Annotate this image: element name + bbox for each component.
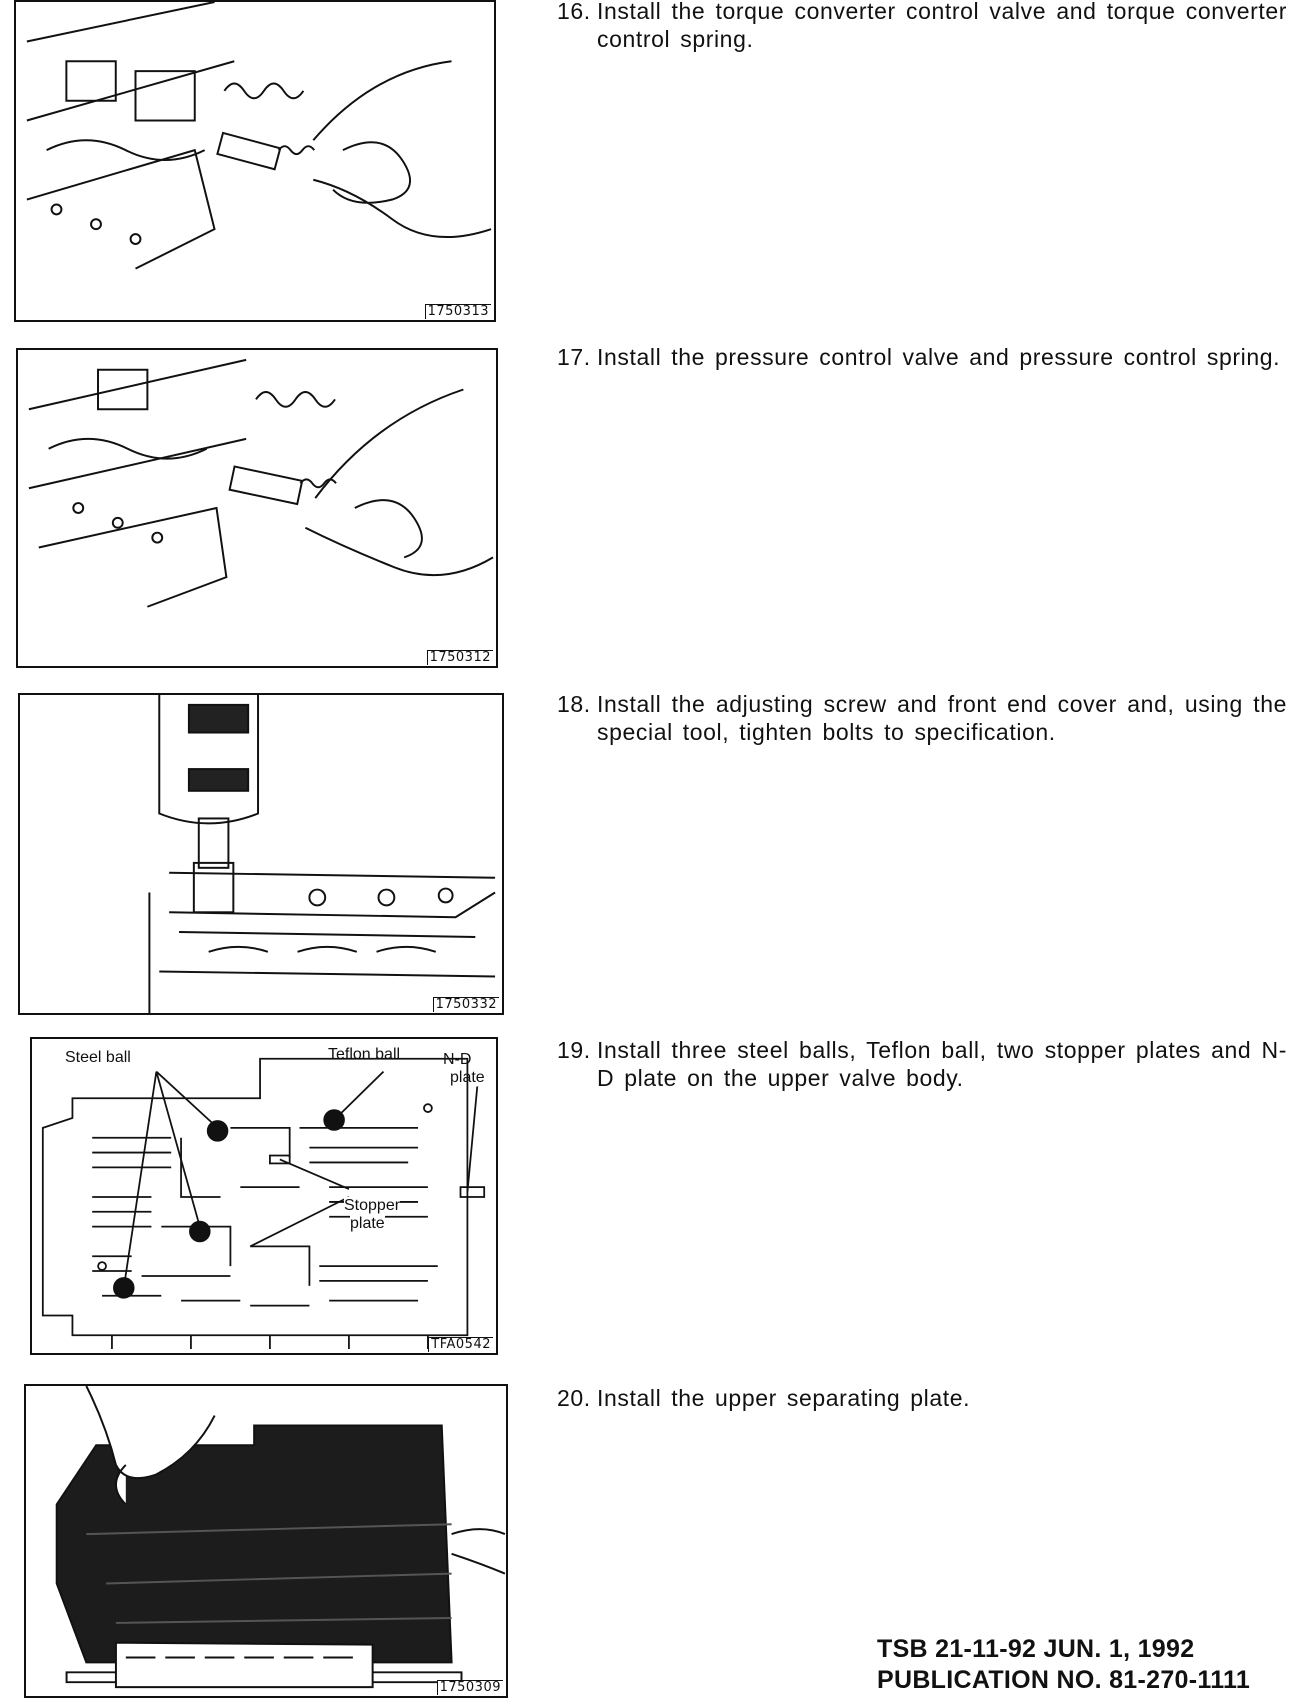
step-number: 20. <box>557 1385 591 1411</box>
figure-id: 1750313 <box>424 304 491 319</box>
step-text: Install the pressure control valve and p… <box>597 344 1281 370</box>
figure-id: 1750332 <box>432 997 499 1012</box>
step-text: Install the torque converter control val… <box>597 0 1287 52</box>
stopper-plate-label-2: plate <box>350 1215 385 1232</box>
figure-pressure-control-valve: 1750312 <box>16 348 498 668</box>
step-17: 17. Install the pressure control valve a… <box>557 343 1287 371</box>
steel-ball-label: Steel ball <box>65 1049 131 1066</box>
figure-id: 1750312 <box>426 650 493 665</box>
figure-front-end-cover: 1750332 <box>18 693 504 1015</box>
figure-torque-converter-valve: 1750313 <box>14 0 496 322</box>
teflon-ball-label: Teflon ball <box>328 1046 401 1063</box>
stopper-plate-label-1: Stopper <box>344 1197 401 1214</box>
footer-publication-line: PUBLICATION NO. 81-270-1111 <box>877 1666 1251 1694</box>
separating-plate-illustration <box>55 1386 506 1689</box>
step-20: 20. Install the upper separating plate. <box>557 1384 1287 1412</box>
step-16: 16. Install the torque converter control… <box>557 0 1287 53</box>
tool-on-cover-illustration <box>148 695 496 1013</box>
step-number: 16. <box>557 0 591 24</box>
figure-id: TFA0542 <box>428 1337 493 1352</box>
step-number: 18. <box>557 691 591 717</box>
step-18: 18. Install the adjusting screw and fron… <box>557 690 1287 746</box>
footer-tsb-line: TSB 21-11-92 JUN. 1, 1992 <box>877 1635 1195 1663</box>
valve-body-illustration <box>28 358 494 608</box>
valve-body-plate-diagram <box>41 1057 486 1350</box>
step-text: Install the upper separating plate. <box>597 1385 971 1411</box>
step-19: 19. Install three steel balls, Teflon ba… <box>557 1036 1287 1092</box>
figure-upper-valve-body: Steel ball Teflon ball N-D plate Stopper… <box>30 1037 498 1355</box>
nd-plate-label-2: plate <box>450 1069 485 1086</box>
nd-plate-label-1: N-D <box>443 1051 472 1068</box>
step-number: 19. <box>557 1037 591 1063</box>
step-text: Install three steel balls, Teflon ball, … <box>597 1037 1287 1091</box>
valve-body-illustration <box>26 2 492 270</box>
step-number: 17. <box>557 344 591 370</box>
figure-id: 1750309 <box>436 1680 503 1695</box>
figure-upper-separating-plate: 1750309 <box>24 1384 508 1698</box>
step-text: Install the adjusting screw and front en… <box>597 691 1287 745</box>
